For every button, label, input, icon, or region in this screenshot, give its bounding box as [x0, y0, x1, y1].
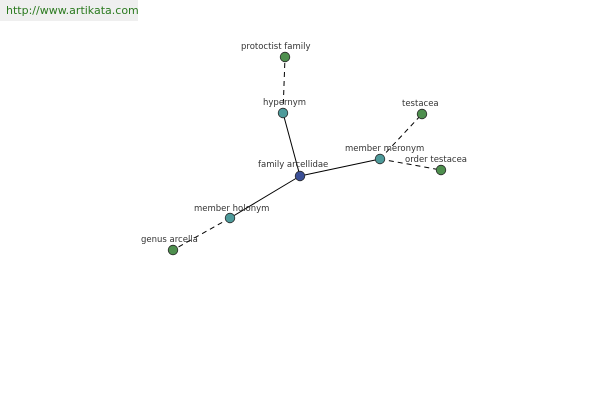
- label-protoctist-family: protoctist family: [241, 42, 311, 52]
- label-family-arcellidae: family arcellidae: [258, 160, 328, 170]
- source-link[interactable]: http://www.artikata.com: [6, 4, 139, 17]
- node-genus-arcella[interactable]: [167, 244, 179, 256]
- node-member-holonym[interactable]: [224, 212, 236, 224]
- node-family-arcellidae[interactable]: [294, 170, 306, 182]
- node-hypernym[interactable]: [277, 107, 289, 119]
- edge-family-arcellidae-to-member-holonym: [229, 175, 301, 219]
- label-member-holonym: member holonym: [194, 204, 269, 214]
- label-order-testacea: order testacea: [405, 155, 467, 165]
- edge-hypernym-to-protoctist-family: [282, 56, 286, 114]
- edge-family-arcellidae-to-member-meronym: [299, 158, 381, 177]
- edge-family-arcellidae-to-hypernym: [282, 112, 301, 177]
- node-testacea[interactable]: [416, 108, 428, 120]
- labels-layer: family arcellidae hypernym protoctist fami…: [141, 42, 467, 245]
- node-order-testacea[interactable]: [435, 164, 447, 176]
- label-hypernym: hypernym: [263, 98, 306, 108]
- label-genus-arcella: genus arcella: [141, 235, 198, 245]
- edge-member-holonym-to-genus-arcella: [172, 217, 231, 251]
- edges-layer: [172, 56, 442, 251]
- label-member-meronym: member meronym: [345, 144, 424, 154]
- edge-member-meronym-to-order-testacea: [379, 158, 442, 171]
- node-protoctist-family[interactable]: [279, 51, 291, 63]
- source-banner: http://www.artikata.com: [0, 0, 139, 21]
- label-testacea: testacea: [402, 99, 439, 109]
- node-member-meronym[interactable]: [374, 153, 386, 165]
- edge-member-meronym-to-testacea: [379, 113, 423, 160]
- nodes-layer: [167, 51, 447, 256]
